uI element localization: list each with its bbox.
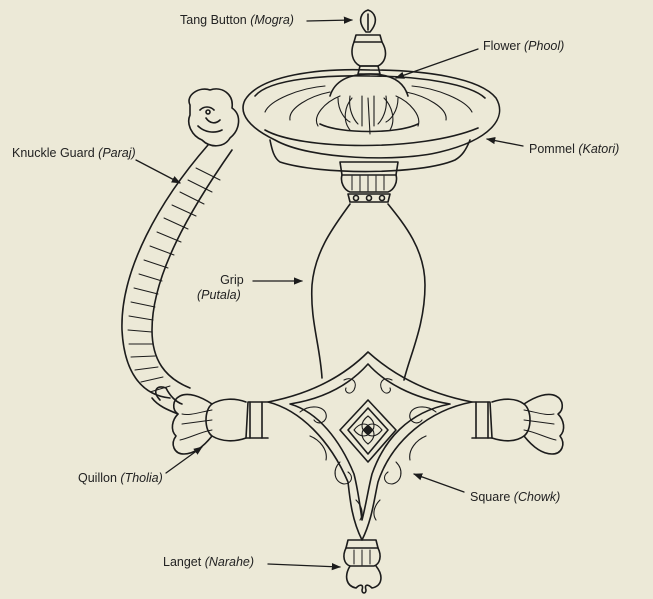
label-flower-term: (Phool) xyxy=(524,39,565,53)
label-tang-button: Tang Button (Mogra) xyxy=(180,13,294,28)
label-grip-name: Grip xyxy=(220,273,244,287)
leader-lines xyxy=(135,16,524,571)
label-langet-name: Langet xyxy=(163,555,202,569)
label-langet-term: (Narahe) xyxy=(204,555,255,569)
label-tang-button-term: (Mogra) xyxy=(250,13,294,27)
label-quillon-name: Quillon xyxy=(78,471,117,485)
label-grip-term: (Putala) xyxy=(197,288,241,302)
label-langet: Langet (Narahe) xyxy=(163,555,254,570)
langet xyxy=(343,539,382,594)
label-pommel: Pommel (Katori) xyxy=(529,142,619,157)
knuckle-guard xyxy=(121,88,240,399)
quillon-right xyxy=(471,393,565,455)
flower xyxy=(319,73,419,133)
label-quillon: Quillon (Tholia) xyxy=(78,471,163,486)
grip-collar xyxy=(339,161,399,203)
label-knuckle-guard-term: (Paraj) xyxy=(98,146,136,160)
label-square-name: Square xyxy=(470,490,511,504)
label-flower: Flower (Phool) xyxy=(483,39,564,54)
label-square-term: (Chowk) xyxy=(513,490,561,504)
label-pommel-name: Pommel xyxy=(529,142,575,156)
label-knuckle-guard-name: Knuckle Guard xyxy=(12,146,95,160)
grip xyxy=(310,203,426,381)
pommel xyxy=(242,68,501,173)
label-quillon-term: (Tholia) xyxy=(120,471,163,485)
label-flower-name: Flower xyxy=(483,39,521,53)
quillon-left xyxy=(151,386,269,455)
label-grip: Grip (Putala) xyxy=(197,273,254,303)
label-tang-button-name: Tang Button xyxy=(180,13,247,27)
label-knuckle-guard: Knuckle Guard (Paraj) xyxy=(12,146,136,161)
square-chowk xyxy=(267,351,473,541)
label-square: Square (Chowk) xyxy=(470,490,560,505)
tang-button xyxy=(351,9,387,75)
label-pommel-term: (Katori) xyxy=(578,142,620,156)
